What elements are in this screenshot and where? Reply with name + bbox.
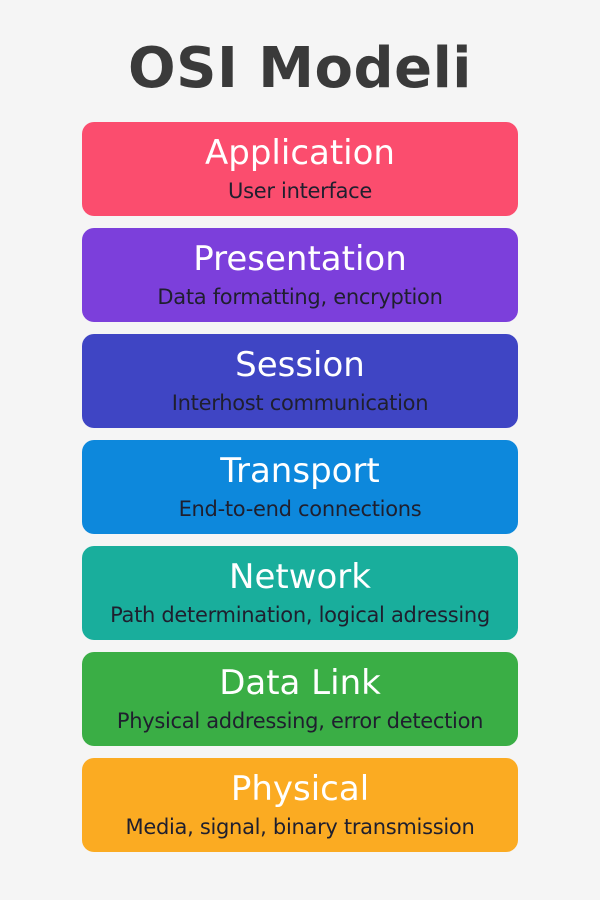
layer-name: Presentation [193,239,407,279]
layer-name: Network [229,557,371,597]
layer-description: Interhost communication [171,391,429,415]
layer-card-physical: Physical Media, signal, binary transmiss… [82,758,518,852]
layer-card-application: Application User interface [82,122,518,216]
layer-description: Physical addressing, error detection [116,709,484,733]
page-title: OSI Modeli [128,36,472,101]
layer-description: End-to-end connections [178,497,422,521]
layer-name: Application [205,133,395,173]
layer-description: Media, signal, binary transmission [125,815,475,839]
layer-card-session: Session Interhost communication [82,334,518,428]
osi-layer-stack: Application User interface Presentation … [82,122,518,864]
layer-description: Path determination, logical adressing [110,603,490,627]
layer-name: Data Link [219,663,381,703]
layer-card-presentation: Presentation Data formatting, encryption [82,228,518,322]
layer-name: Session [235,345,365,385]
layer-name: Physical [230,769,370,809]
layer-card-data-link: Data Link Physical addressing, error det… [82,652,518,746]
layer-card-transport: Transport End-to-end connections [82,440,518,534]
layer-description: Data formatting, encryption [157,285,443,309]
layer-name: Transport [220,451,380,491]
layer-card-network: Network Path determination, logical adre… [82,546,518,640]
layer-description: User interface [228,179,372,203]
